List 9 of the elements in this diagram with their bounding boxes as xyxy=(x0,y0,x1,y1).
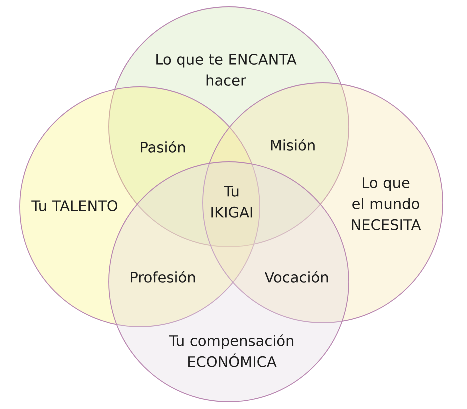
category-label: Tu TALENTO xyxy=(32,200,118,212)
overlap-label: Misión xyxy=(271,139,315,151)
overlap-label: Profesión xyxy=(131,271,196,283)
category-label: Lo que te ENCANTA hacer xyxy=(156,54,297,86)
overlap-label: Vocación xyxy=(264,271,328,283)
center-label: Tu IKIGAI xyxy=(212,186,252,218)
category-label: Lo que el mundo NECESITA xyxy=(352,178,422,230)
category-label: Tu compensación ECONÓMICA xyxy=(169,334,294,368)
overlap-label: Pasión xyxy=(141,141,186,153)
